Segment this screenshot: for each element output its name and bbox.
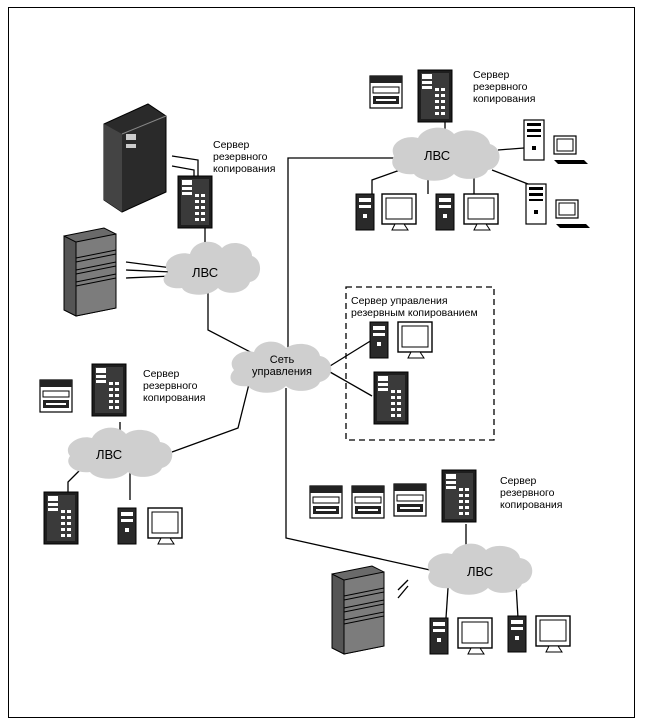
tape-library-4a	[309, 485, 343, 519]
backup-server-2-label: Сервер резервного копирования	[473, 69, 535, 105]
tape-library-4b	[351, 485, 385, 519]
workstation-2b	[435, 193, 455, 231]
workstation-2c	[523, 119, 545, 161]
mgmt-server-label: Сервер управления резервным копированием	[351, 295, 478, 319]
lan-cloud-4	[427, 543, 533, 595]
lan-4-label: ЛВС	[467, 564, 494, 579]
backup-server-4-label-line: Сервер	[500, 475, 537, 487]
lan-2-label: ЛВС	[424, 148, 451, 163]
backup-server-3-label-line: резервного	[143, 380, 198, 392]
monitor-4a	[457, 617, 493, 655]
backup-server-1-label-line: резервного	[213, 151, 268, 163]
backup-server-4-label: Сервер резервного копирования	[500, 475, 562, 511]
workstation-4a	[429, 617, 449, 655]
mgmt-server-box	[345, 286, 495, 441]
backup-server-1	[177, 175, 213, 229]
lan-1-label: ЛВС	[192, 265, 219, 280]
backup-server-4	[441, 469, 477, 523]
mgmt-network-label-line: Сеть	[269, 354, 295, 366]
monitor-3a	[147, 507, 183, 545]
mgmt-server-label-line: резервным копированием	[351, 307, 478, 319]
backup-server-3-label-line: копирования	[143, 392, 206, 404]
backup-server-1-label-line: Сервер	[213, 139, 250, 151]
backup-server-2-label-line: Сервер	[473, 69, 510, 81]
workstation-2a	[355, 193, 375, 231]
backup-server-2-label-line: резервного	[473, 81, 528, 93]
monitor-4b	[535, 615, 571, 653]
workstation-3a	[117, 507, 137, 545]
mgmt-network-label-line: управления	[252, 366, 312, 378]
workstation-4b	[507, 615, 527, 653]
large-storage-tower	[103, 103, 167, 213]
backup-server-3	[91, 363, 127, 417]
backup-server-4-label-line: копирования	[500, 499, 563, 511]
lan-cloud-3	[67, 427, 173, 479]
tape-library-3	[39, 379, 73, 413]
backup-server-2	[417, 69, 453, 123]
workstation-2d	[525, 183, 547, 225]
mgmt-network-cloud	[230, 341, 332, 393]
monitor-2c	[553, 135, 589, 165]
backup-server-3-label: Сервер резервного копирования	[143, 368, 205, 404]
monitor-2a	[381, 193, 417, 231]
backup-server-2-label-line: копирования	[473, 93, 536, 105]
tape-library-4c	[393, 483, 427, 517]
server-3a	[43, 491, 79, 545]
tape-library-2	[369, 75, 403, 109]
monitor-2b	[463, 193, 499, 231]
monitor-2d	[555, 199, 591, 229]
mgmt-workstation	[369, 321, 389, 359]
lan-cloud-2	[392, 127, 500, 181]
lan-3-label: ЛВС	[96, 447, 123, 462]
backup-server-3-label-line: Сервер	[143, 368, 180, 380]
mgmt-monitor	[397, 321, 433, 359]
lan-cloud-1	[163, 241, 261, 295]
backup-server-4-label-line: резервного	[500, 487, 555, 499]
rack-cabinet-4	[331, 565, 385, 655]
mgmt-network-label: Сеть управления	[252, 354, 312, 378]
mgmt-server	[373, 371, 409, 425]
backup-server-1-label: Сервер резервного копирования	[213, 139, 275, 175]
mgmt-server-label-line: Сервер управления	[351, 295, 448, 307]
rack-cabinet-1	[63, 227, 117, 317]
connection-lines	[67, 122, 529, 619]
backup-server-1-label-line: копирования	[213, 163, 276, 175]
